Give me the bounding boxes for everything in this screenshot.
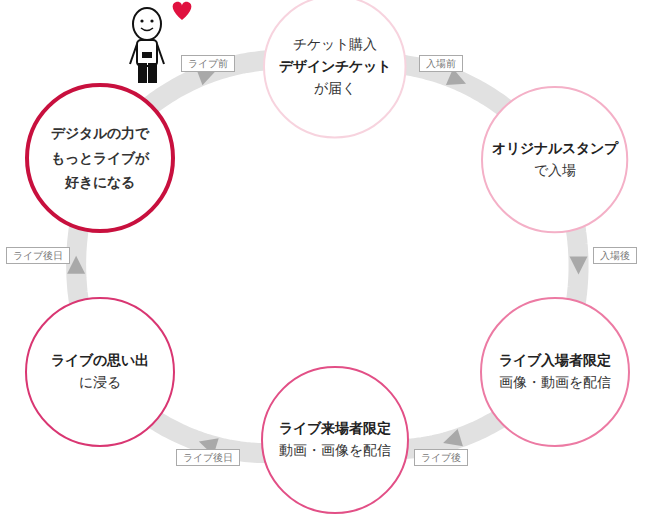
stage-text: デザインチケット xyxy=(279,56,391,78)
stage-text: 画像・動画を配信 xyxy=(499,372,611,394)
cycle-band xyxy=(67,226,85,306)
phase-label: 入場後 xyxy=(593,247,637,264)
stage-circle: ライブの思い出に浸る xyxy=(25,297,175,447)
stage-text: が届く xyxy=(314,78,356,100)
stage-text: で入場 xyxy=(534,160,576,182)
stage-text: ライブ来場者限定 xyxy=(279,418,391,440)
circle-outline xyxy=(480,297,630,447)
stage-circle: オリジナルスタンプで入場 xyxy=(481,86,628,233)
arrow-head xyxy=(443,429,463,446)
stage-text: オリジナルスタンプ xyxy=(492,138,618,160)
stage-circle: デジタルの力で もっとライブが 好きになる xyxy=(25,83,175,233)
cycle-band xyxy=(405,418,501,449)
phase-label: 入場前 xyxy=(419,55,463,72)
stage-circle: ライブ入場者限定画像・動画を配信 xyxy=(480,297,630,447)
cycle-band xyxy=(570,225,588,304)
circle-outline xyxy=(25,297,175,447)
phase-label: ライブ後日 xyxy=(6,247,70,264)
stage-text: 動画・画像を配信 xyxy=(279,440,391,462)
stage-text: に浸る xyxy=(79,372,121,394)
stage-text: デジタルの力で もっとライブが 好きになる xyxy=(48,121,152,195)
stage-text: チケット購入 xyxy=(293,34,377,56)
phase-label: ライブ後 xyxy=(414,449,468,466)
circle-outline xyxy=(261,366,409,514)
circle-outline xyxy=(481,86,628,233)
stage-text: ライブの思い出 xyxy=(51,350,149,372)
stage-circle: ライブ来場者限定動画・画像を配信 xyxy=(261,366,409,514)
phase-label: ライブ前 xyxy=(181,55,235,72)
stage-circle: チケット購入デザインチケットが届く xyxy=(263,0,407,139)
phase-label: ライブ後日 xyxy=(176,449,240,466)
stage-text: ライブ入場者限定 xyxy=(499,350,611,372)
arrow-head xyxy=(570,257,588,275)
